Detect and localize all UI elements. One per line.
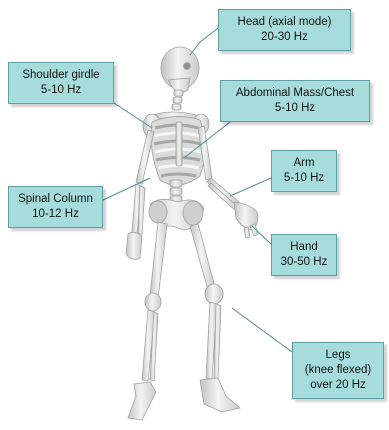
lumbar-spine <box>170 180 182 203</box>
callout-head-title: Head (axial mode) <box>238 15 332 30</box>
callout-hand: Hand 30-50 Hz <box>271 234 337 276</box>
callout-abdomen-title: Abdominal Mass/Chest <box>236 86 354 101</box>
callout-shoulder-title: Shoulder girdle <box>22 68 99 83</box>
callout-arm-frequency: 5-10 Hz <box>284 171 324 186</box>
callout-hand-frequency: 30-50 Hz <box>281 255 328 270</box>
callout-head-frequency: 20-30 Hz <box>261 30 308 45</box>
callout-arm: Arm 5-10 Hz <box>271 150 337 192</box>
leader-head <box>190 28 218 55</box>
right-arm <box>198 126 239 211</box>
ribcage <box>151 116 205 185</box>
callout-spine-title: Spinal Column <box>18 192 93 207</box>
callout-legs-frequency: over 20 Hz <box>310 378 366 393</box>
callout-spinal-column: Spinal Column 10-12 Hz <box>8 186 103 228</box>
skull <box>161 47 199 92</box>
right-leg <box>190 224 240 412</box>
cervical-spine <box>172 90 183 110</box>
callout-arm-title: Arm <box>293 156 314 171</box>
callout-spine-frequency: 10-12 Hz <box>32 207 79 222</box>
leader-legs <box>232 308 292 352</box>
callout-shoulder-girdle: Shoulder girdle 5-10 Hz <box>8 62 114 104</box>
callout-abdomen-frequency: 5-10 Hz <box>275 101 315 116</box>
callout-abdominal-mass: Abdominal Mass/Chest 5-10 Hz <box>220 80 370 122</box>
leader-arm <box>230 178 271 196</box>
callout-legs-title: Legs <box>326 348 351 363</box>
left-arm <box>126 130 154 259</box>
callout-head: Head (axial mode) 20-30 Hz <box>218 9 351 51</box>
leader-shoulder <box>114 103 152 128</box>
callout-legs-condition: (knee flexed) <box>305 363 371 378</box>
callout-legs: Legs (knee flexed) over 20 Hz <box>292 342 384 399</box>
callout-hand-title: Hand <box>290 240 318 255</box>
callout-shoulder-frequency: 5-10 Hz <box>41 83 81 98</box>
hand <box>234 202 258 238</box>
